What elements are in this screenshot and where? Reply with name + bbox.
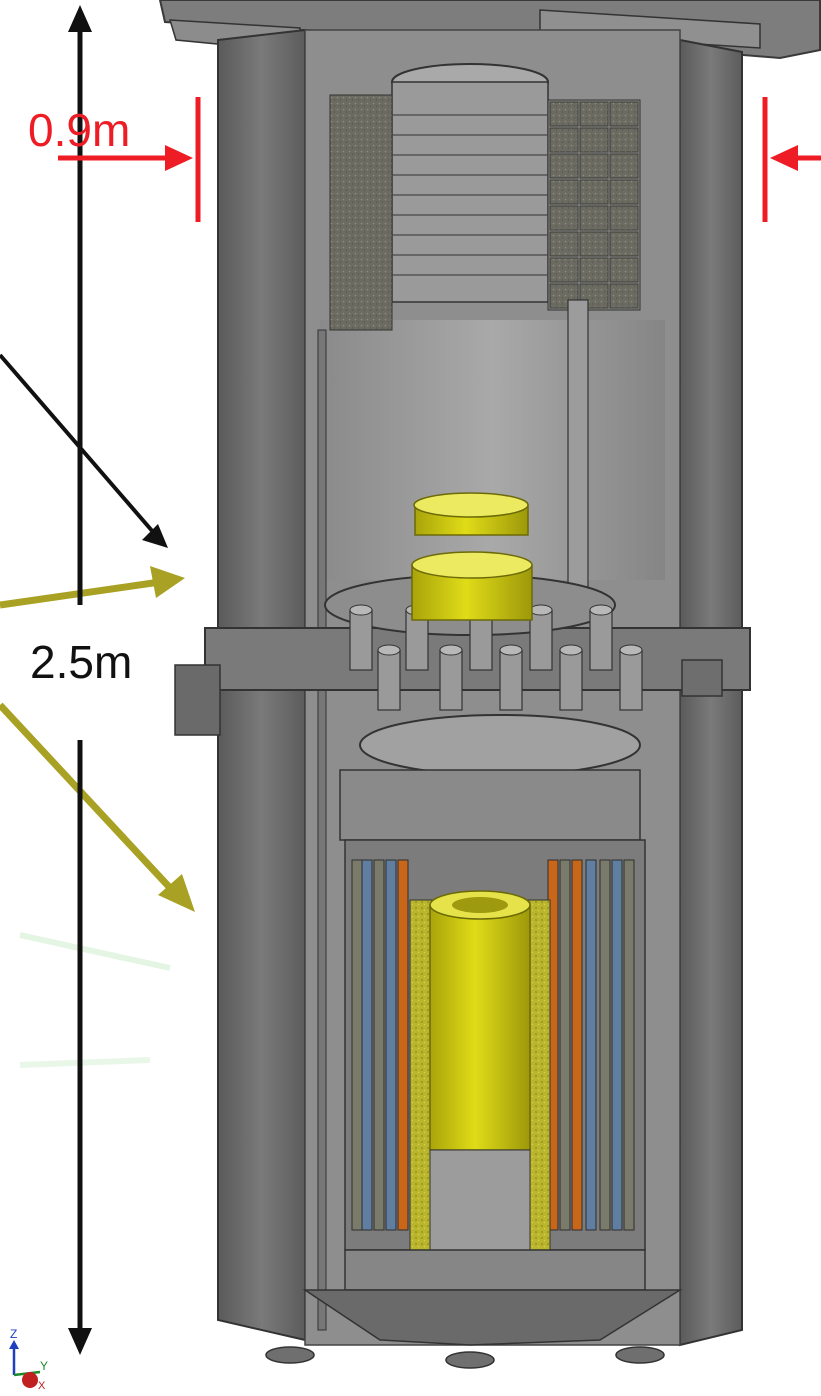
shield-tile (549, 231, 579, 257)
target-base (429, 1149, 531, 1251)
tube-top (529, 604, 553, 616)
lower-yellow-ring-top (411, 551, 533, 579)
shield-tile (549, 101, 579, 127)
side-bracket (681, 659, 723, 697)
shield-tile (609, 257, 639, 283)
detector-stave (611, 859, 623, 1231)
tube-top (377, 644, 401, 656)
shield-tile (549, 179, 579, 205)
tube (619, 649, 643, 711)
shield-tile (549, 257, 579, 283)
shield-tile (549, 153, 579, 179)
detector-stave (385, 859, 397, 1231)
shield-tile (579, 101, 609, 127)
height-dimension: 2.5m (30, 5, 132, 1355)
pointer-arrows (0, 353, 195, 1068)
shield-tile (549, 127, 579, 153)
detector-stave (351, 859, 363, 1231)
neck-rings (392, 114, 548, 276)
detector-stave (599, 859, 611, 1231)
tube-top (619, 644, 643, 656)
shield-tile (609, 153, 639, 179)
side-port (174, 664, 221, 736)
radiation-shield-grid (549, 101, 639, 309)
bottom-plate (344, 1249, 646, 1291)
height-dim-top-arrow (68, 5, 92, 32)
tube (529, 609, 553, 671)
faint-pointer-2 (19, 1057, 151, 1068)
cryostat-body (158, 0, 821, 1369)
upper-yellow-ring-top (413, 492, 529, 518)
shield-tile (609, 283, 639, 309)
z-axis-arrow (9, 1340, 19, 1349)
z-axis-label: Z (10, 1327, 17, 1341)
detector-stave (361, 859, 373, 1231)
top-flange-plate-right (539, 9, 761, 49)
y-axis-label: Y (40, 1359, 48, 1373)
shield-tile (609, 179, 639, 205)
height-label: 2.5m (30, 636, 132, 688)
target-cylinder-bore (452, 897, 508, 913)
width-dimension: 0.9m (28, 97, 821, 222)
inner-rail-left (317, 329, 327, 1331)
shield-tile (579, 179, 609, 205)
support-foot (615, 1346, 665, 1364)
tube (559, 649, 583, 711)
olive-pointer-upper-head (150, 566, 185, 598)
olive-pointer-lower-head (158, 874, 195, 912)
tube (589, 609, 613, 671)
height-dim-bottom-arrow (68, 1328, 92, 1355)
radiation-shield-left (329, 94, 393, 331)
detector-stave (559, 859, 571, 1231)
width-label: 0.9m (28, 104, 130, 156)
detector-stave (397, 859, 409, 1231)
tube-array (349, 604, 643, 711)
olive-pointer-lower-line (0, 702, 175, 893)
target-cylinder (429, 904, 531, 1151)
inner-vessel-upper (320, 320, 665, 580)
support-foot (265, 1346, 315, 1364)
shield-tile (579, 205, 609, 231)
width-dim-right-arrow (770, 145, 798, 171)
tube-top (439, 644, 463, 656)
tube-top (349, 604, 373, 616)
support-rod (567, 299, 589, 591)
tube (349, 609, 373, 671)
detector-stave (585, 859, 597, 1231)
x-axis-label: X (38, 1380, 46, 1391)
detector-staves (351, 859, 635, 1231)
support-feet (265, 1346, 665, 1369)
tube-top (589, 604, 613, 616)
shield-tile (579, 153, 609, 179)
lower-plate (359, 714, 641, 776)
detector-stave (623, 859, 635, 1231)
yellow-rings (411, 492, 533, 621)
detector-stave (571, 859, 583, 1231)
tube (439, 649, 463, 711)
shield-tile (609, 127, 639, 153)
tube (499, 649, 523, 711)
axis-triad: Z Y X (9, 1327, 48, 1392)
bottom-cone (302, 1289, 683, 1346)
tube (377, 649, 401, 711)
support-foot (445, 1351, 495, 1369)
lower-plate-support (339, 769, 641, 841)
shield-tile (579, 231, 609, 257)
x-axis-marker (22, 1372, 38, 1388)
width-dim-left-arrow (165, 145, 193, 171)
faint-pointer-1 (19, 932, 171, 971)
shield-tile (609, 231, 639, 257)
shield-tile (579, 127, 609, 153)
tube-top (499, 644, 523, 656)
shield-tile (609, 205, 639, 231)
shield-tile (609, 101, 639, 127)
tube-top (559, 644, 583, 656)
shield-tile (579, 257, 609, 283)
black-pointer-head (142, 524, 168, 548)
shield-tile (549, 205, 579, 231)
detector-stave (373, 859, 385, 1231)
